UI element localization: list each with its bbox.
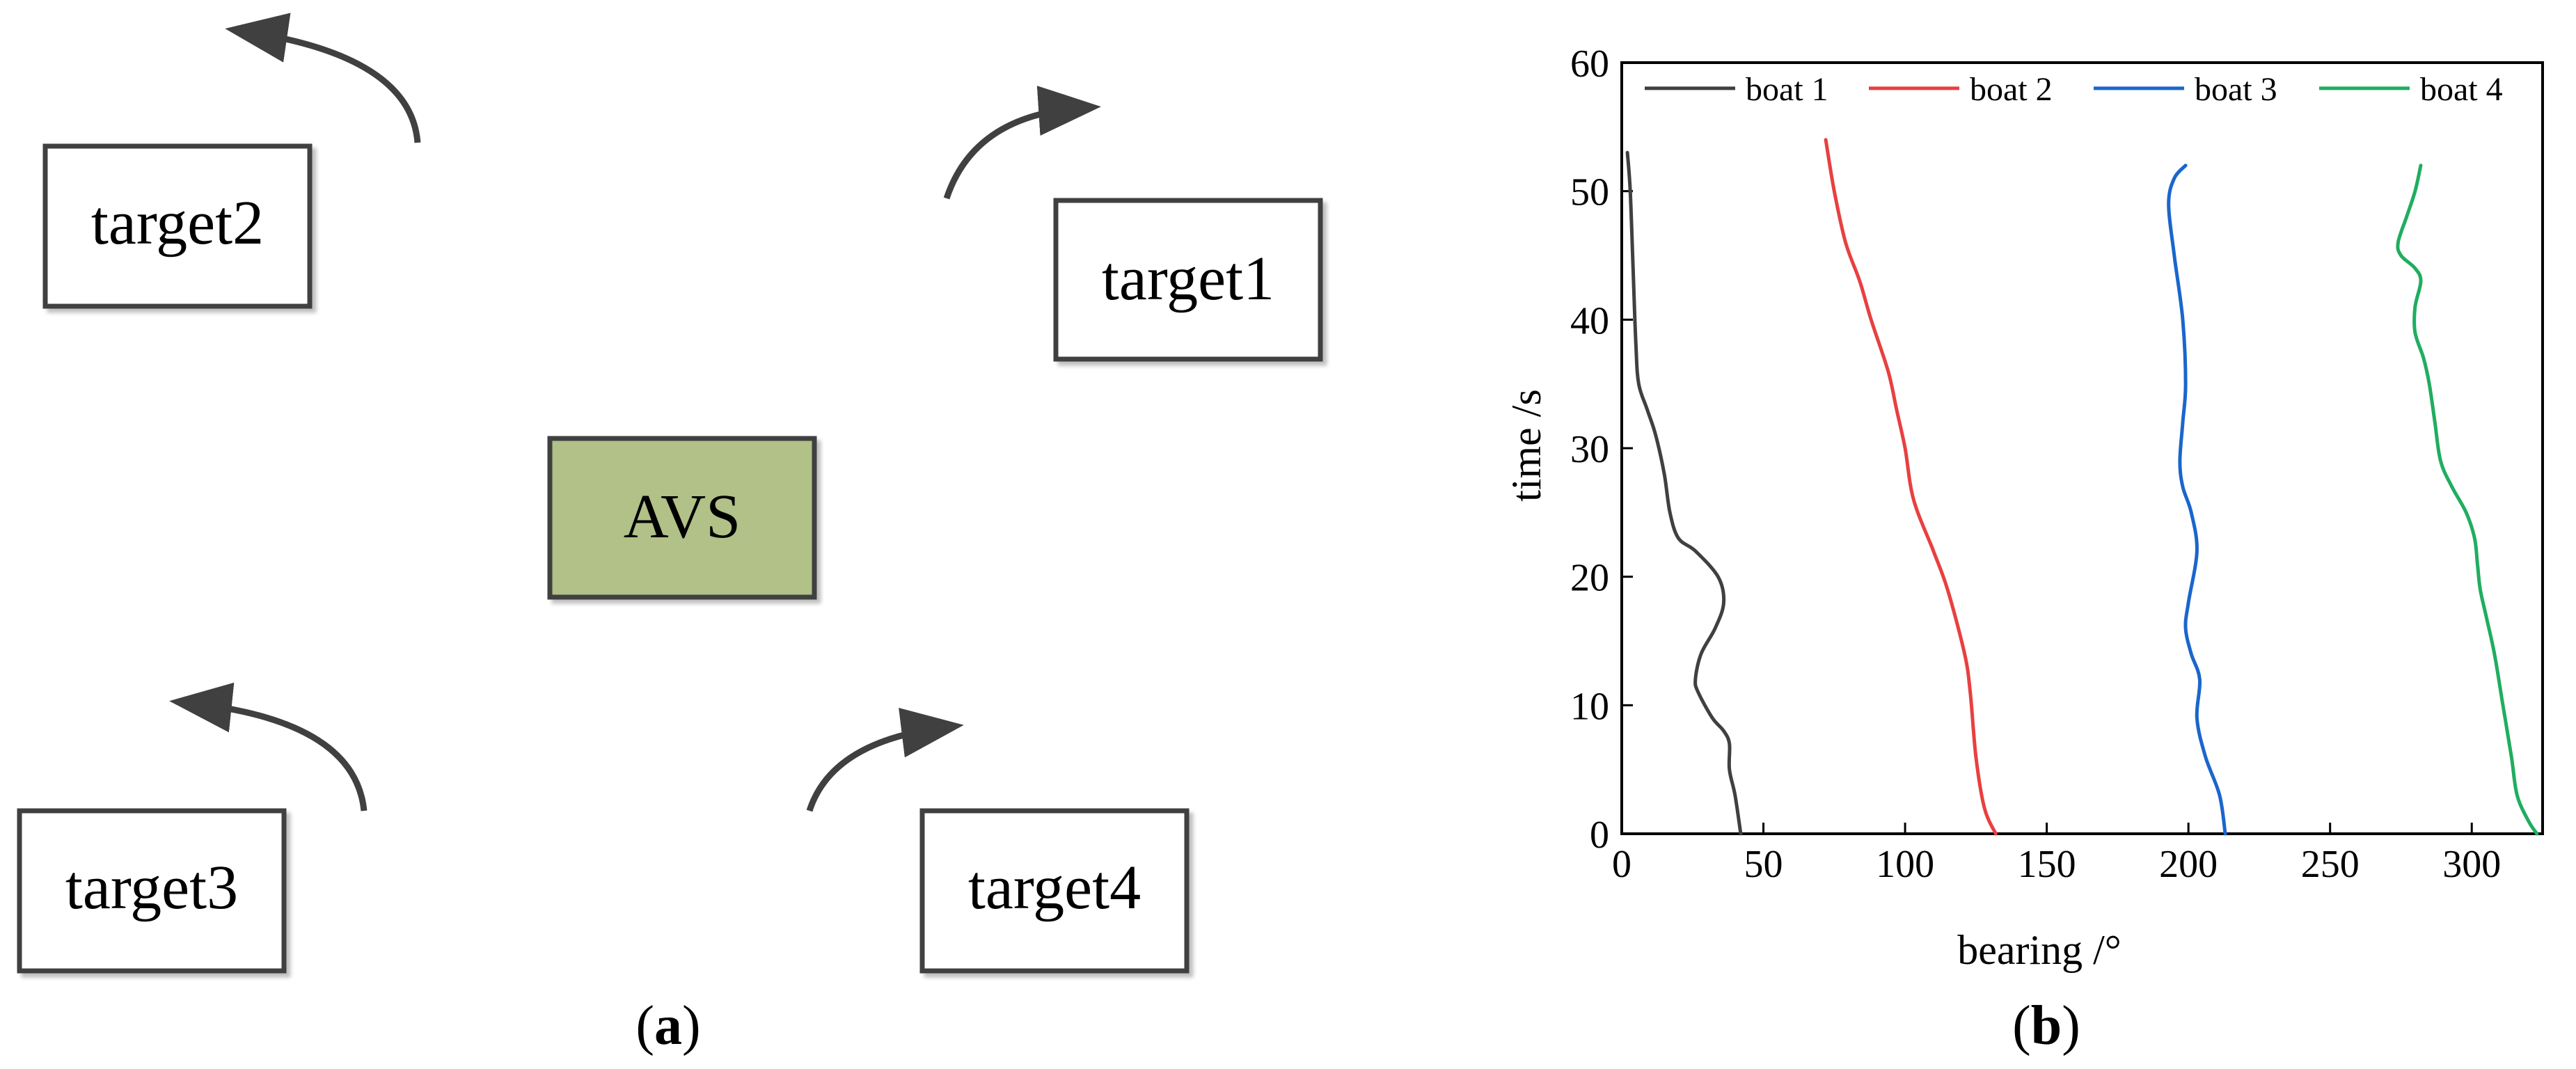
y-tick-label: 10 [1570,685,1609,728]
x-tick-label: 0 [1612,843,1631,886]
series-line-boat-3 [2167,164,2227,836]
x-tick-label: 150 [2018,843,2076,886]
y-tick-label: 30 [1570,428,1609,471]
legend: boat 1 boat 2 boat 3 boat 4 [1645,71,2503,108]
x-tick-label: 100 [1876,843,1934,886]
x-tick-label: 200 [2159,843,2218,886]
series-lines [1625,138,2539,836]
arrow-target1 [943,86,1101,200]
x-tick-label: 250 [2301,843,2360,886]
panel-label-b: (b) [2012,995,2080,1056]
y-tick-label: 50 [1570,171,1609,214]
target4-box: target4 [919,808,1190,974]
legend-label-boat-2: boat 2 [1970,71,2053,108]
target4-label: target4 [968,853,1141,922]
y-tick-label: 0 [1590,814,1609,857]
y-tick-label: 40 [1570,299,1609,342]
diagram-panel: target2 target1 AVS target3 target4 (a) [17,13,1323,1056]
arrow-target3 [169,682,368,811]
arrow-target2 [225,13,421,143]
legend-label-boat-4: boat 4 [2420,71,2503,108]
target1-box: target1 [1053,198,1323,362]
target1-label: target1 [1102,244,1274,313]
panel-label-a: (a) [635,995,700,1056]
series-line-boat-4 [2396,164,2539,836]
legend-label-boat-1: boat 1 [1746,71,1828,108]
y-tick-label: 20 [1570,557,1609,600]
plot-frame [1620,61,2544,835]
x-axis-title: bearing /° [1957,927,2121,973]
y-tick-label: 60 [1570,42,1609,86]
target3-label: target3 [65,853,238,922]
target2-label: target2 [91,189,264,258]
x-tick-label: 50 [1744,843,1783,886]
avs-box: AVS [547,436,817,600]
avs-label: AVS [624,482,741,551]
target2-box: target2 [42,143,313,309]
target3-box: target3 [17,808,287,974]
y-axis-title: time /s [1503,389,1549,502]
series-line-boat-1 [1625,150,1743,836]
axis-ticks: 0 50 100 150 200 250 300 0 10 20 30 40 50 60 [1570,42,2501,886]
series-line-boat-2 [1824,138,1998,836]
arrow-target4 [806,707,964,812]
legend-label-boat-3: boat 3 [2195,71,2277,108]
x-tick-label: 300 [2442,843,2501,886]
